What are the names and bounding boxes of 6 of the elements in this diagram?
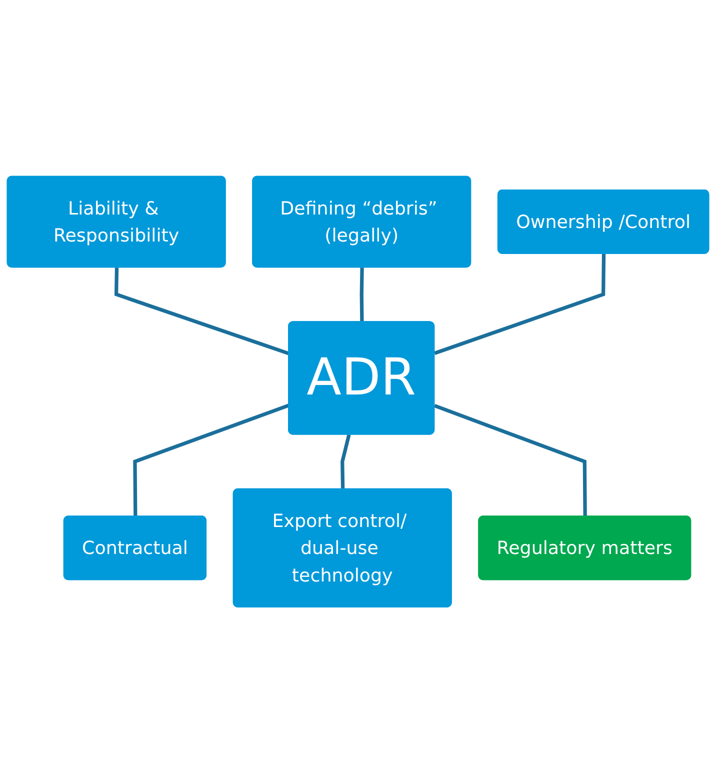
connector bbox=[434, 254, 606, 355]
connector bbox=[360, 267, 364, 322]
connector bbox=[434, 404, 587, 516]
connector bbox=[340, 434, 351, 490]
connector bbox=[114, 267, 290, 356]
connector bbox=[133, 404, 290, 516]
